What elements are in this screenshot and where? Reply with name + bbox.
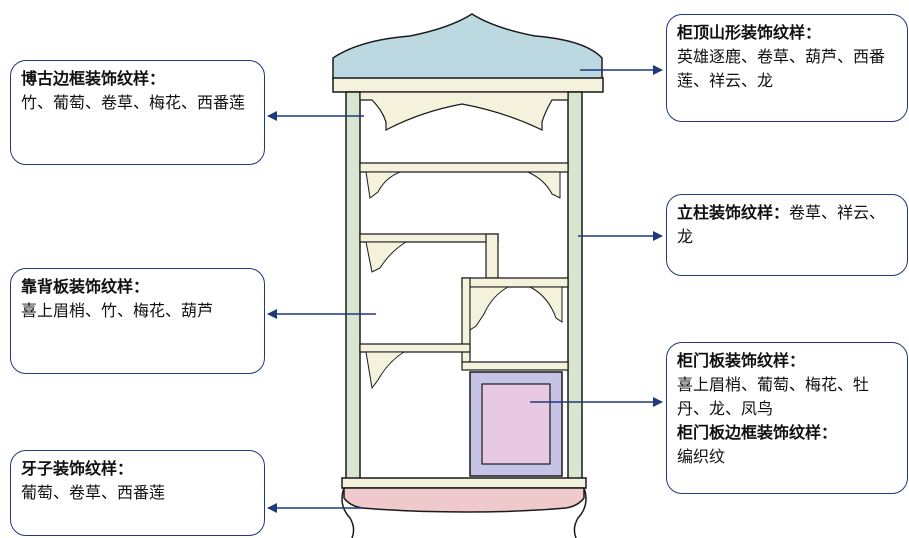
callout-top: 柜顶山形装饰纹样： 英雄逐鹿、卷草、葫芦、西番莲、祥云、龙: [666, 14, 908, 122]
right-pillar: [567, 91, 583, 483]
callout-bogu-frame-title: 博古边框装饰纹样：: [21, 69, 166, 88]
shelf-2-carving: [365, 241, 408, 273]
callout-door: 柜门板装饰纹样： 喜上眉梢、葡萄、梅花、牡丹、龙、凤鸟 柜门板边框装饰纹样： 编…: [666, 342, 908, 494]
door-divider-shelf: [461, 361, 569, 371]
callout-back-panel: 靠背板装饰纹样： 喜上眉梢、竹、梅花、葫芦: [10, 268, 265, 374]
left-leg: [341, 487, 355, 538]
cabinet-top-crest: [332, 13, 603, 81]
callout-door-frame-title: 柜门板边框装饰纹样：: [677, 423, 838, 442]
callout-top-text: 英雄逐鹿、卷草、葫芦、西番莲、祥云、龙: [677, 47, 886, 90]
callout-back-panel-text: 喜上眉梢、竹、梅花、葫芦: [21, 301, 214, 320]
shelf-1-carving-right: [527, 171, 561, 199]
callout-apron-text: 葡萄、卷草、西番莲: [21, 483, 166, 502]
cabinet-base-rail: [341, 477, 587, 489]
shelf-1: [359, 162, 569, 173]
shelf-4-carving: [365, 351, 406, 390]
shelf-3: [461, 277, 569, 288]
callout-apron: 牙子装饰纹样： 葡萄、卷草、西番莲: [10, 450, 265, 536]
callout-pillar-line: 立柱装饰纹样：卷草、祥云、龙: [677, 201, 897, 249]
callout-pillar-text: 卷草、祥云、龙: [677, 203, 886, 246]
callout-apron-title: 牙子装饰纹样：: [21, 459, 134, 478]
callout-door-frame-text: 编织纹: [677, 447, 726, 466]
top-frame-carving: [359, 91, 569, 131]
callout-door-text: 喜上眉梢、葡萄、梅花、牡丹、龙、凤鸟: [677, 375, 870, 418]
cabinet-cornice: [332, 77, 604, 93]
cabinet-door-panel: [481, 383, 551, 465]
middle-carving: [469, 286, 510, 331]
callout-door-title: 柜门板装饰纹样：: [677, 351, 806, 370]
shelf-2-left: [359, 233, 499, 243]
shelf-4: [359, 343, 471, 353]
callout-pillar: 立柱装饰纹样：卷草、祥云、龙: [666, 194, 908, 276]
right-leg: [573, 487, 587, 538]
left-pillar: [345, 91, 361, 483]
callout-bogu-frame-text: 竹、葡萄、卷草、梅花、西番莲: [21, 93, 246, 112]
callout-back-panel-title: 靠背板装饰纹样：: [21, 277, 150, 296]
callout-pillar-title: 立柱装饰纹样：: [677, 203, 790, 222]
cabinet-apron: [343, 487, 585, 513]
middle-carving-right: [529, 286, 563, 323]
callout-bogu-frame: 博古边框装饰纹样： 竹、葡萄、卷草、梅花、西番莲: [10, 60, 265, 165]
shelf-1-carving: [365, 171, 401, 199]
callout-top-title: 柜顶山形装饰纹样：: [677, 23, 822, 42]
shelf-2-post: [485, 233, 499, 279]
